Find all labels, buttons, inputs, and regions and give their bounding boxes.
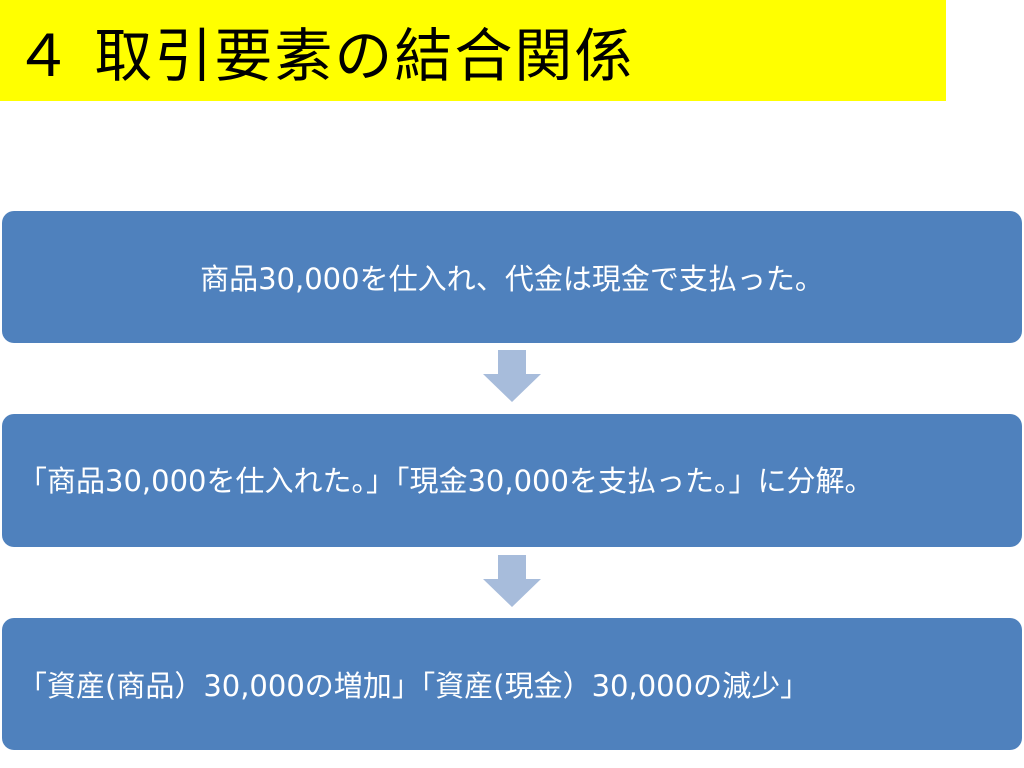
flow-step-text: 「資産(商品）30,000の増加」「資産(現金）30,000の減少」 [18,669,810,703]
down-arrow-icon [483,350,541,402]
title-bar: ４ 取引要素の結合関係 [0,0,946,101]
slide-title: ４ 取引要素の結合関係 [14,21,635,90]
flow-step-elements: 「資産(商品）30,000の増加」「資産(現金）30,000の減少」 [2,618,1022,750]
flow-step-decomposition: 「商品30,000を仕入れた。」「現金30,000を支払った。」に分解。 [2,414,1022,547]
flow-step-text: 「商品30,000を仕入れた。」「現金30,000を支払った。」に分解。 [18,463,874,498]
flow-step-text: 商品30,000を仕入れ、代金は現金で支払った。 [200,262,824,296]
flow-step-transaction: 商品30,000を仕入れ、代金は現金で支払った。 [2,211,1022,343]
down-arrow-icon [483,555,541,607]
